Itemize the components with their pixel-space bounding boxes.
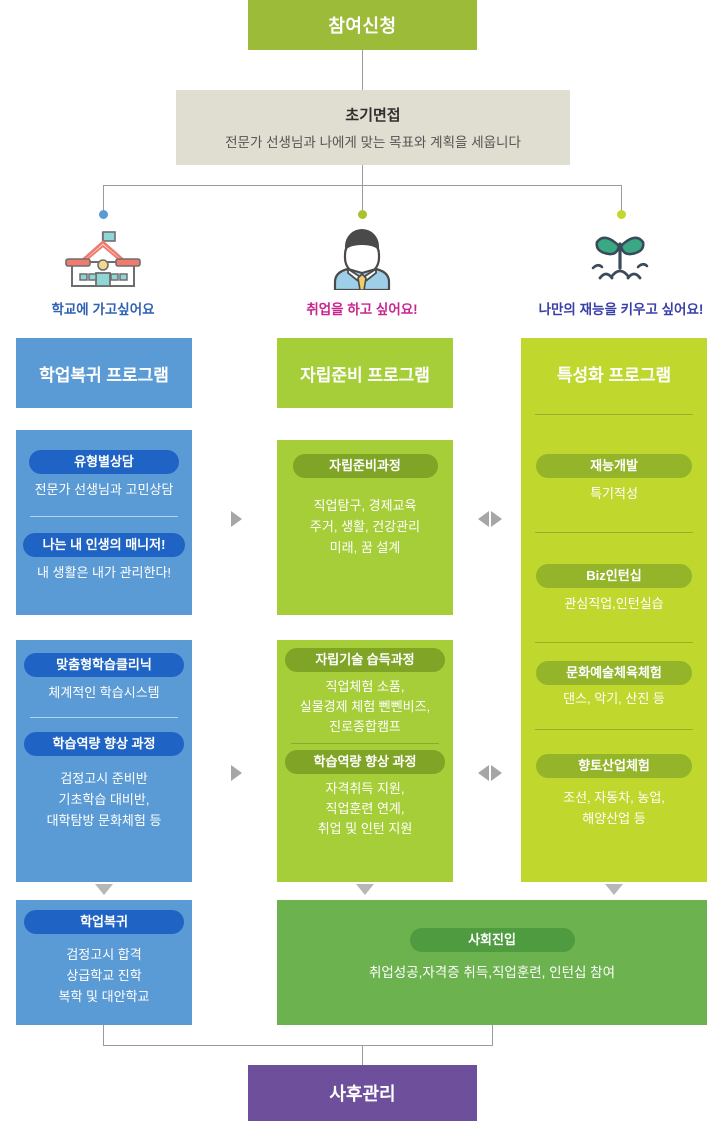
branch-dot-job — [358, 210, 367, 219]
specialized-divider-2 — [535, 642, 693, 643]
independence-card-2-desc-2a: 자격취득 지원, — [325, 781, 405, 796]
social-entry-box[interactable]: 사회진입 취업성공,자격증 취득,직업훈련, 인턴십 참여 — [277, 900, 707, 1025]
connector-footer-bus — [103, 1045, 493, 1046]
column-header-specialized[interactable]: 특성화 프로그램 — [521, 338, 707, 408]
connector-interview-stem — [362, 165, 363, 185]
arrow-down-academic — [95, 884, 113, 895]
academic-card-3-desc-c: 복학 및 대안학교 — [58, 989, 150, 1004]
interview-title: 초기면접 — [345, 107, 401, 124]
academic-card-2[interactable]: 맞춤형학습클리닉 체계적인 학습시스템 학습역량 향상 과정 검정고시 준비반 … — [16, 640, 192, 882]
specialized-desc-4b: 해양산업 등 — [582, 811, 646, 826]
connector-branch-left — [103, 185, 104, 212]
social-entry-desc: 취업성공,자격증 취득,직업훈련, 인턴십 참여 — [368, 965, 616, 980]
academic-card-1-divider — [30, 516, 178, 517]
arrow-academic-to-independence-2 — [231, 765, 242, 781]
specialized-pill-3: 문화예술체육체험 — [536, 661, 692, 685]
social-entry-pill: 사회진입 — [409, 928, 575, 952]
independence-card-2-pill-1: 자립기술 습득과정 — [285, 648, 445, 672]
apply-label: 참여신청 — [328, 16, 397, 36]
academic-card-2-pill-1: 맞춤형학습클리닉 — [24, 653, 184, 677]
connector-footer-stem — [362, 1045, 363, 1065]
column-header-independence-label: 자립준비 프로그램 — [300, 365, 430, 385]
academic-card-2-desc-2c: 대학탐방 문화체험 등 — [46, 813, 162, 828]
academic-card-2-pill-2: 학습역량 향상 과정 — [24, 732, 184, 756]
specialized-divider-0 — [535, 414, 693, 415]
column-header-academic-label: 학업복귀 프로그램 — [39, 365, 169, 385]
connector-apply-to-interview — [362, 50, 363, 90]
independence-card-2-desc-1c: 진로종합캠프 — [329, 719, 401, 734]
independence-card-2-desc-1b: 실물경제 체험 뻰뻰비즈, — [299, 699, 431, 714]
apply-box[interactable]: 참여신청 — [248, 0, 477, 50]
specialized-divider-1 — [535, 532, 693, 533]
arrow-down-independence — [356, 884, 374, 895]
academic-card-2-desc-2a: 검정고시 준비반 — [60, 771, 148, 786]
academic-card-3[interactable]: 학업복귀 검정고시 합격 상급학교 진학 복학 및 대안학교 — [16, 900, 192, 1025]
specialized-divider-3 — [535, 729, 693, 730]
independence-card-1-desc-c: 미래, 꿈 설계 — [329, 540, 401, 555]
specialized-desc-3: 댄스, 악기, 산진 등 — [563, 691, 665, 706]
specialized-pill-4: 향토산업체험 — [536, 754, 692, 778]
branch-caption-job: 취업을 하고 싶어요! — [306, 302, 418, 317]
branch-caption-school: 학교에 가고싶어요 — [51, 302, 155, 317]
academic-card-2-desc-2b: 기초학습 대비반, — [58, 792, 150, 807]
independence-card-2-desc-1a: 직업체험 소품, — [325, 679, 405, 694]
independence-card-1-desc-b: 주거, 생활, 건강관리 — [309, 519, 421, 534]
interview-subtitle: 전문가 선생님과 나에게 맞는 목표와 계획을 세웁니다 — [225, 135, 521, 150]
column-header-independence[interactable]: 자립준비 프로그램 — [277, 338, 453, 408]
connector-social-to-footer — [492, 1025, 493, 1045]
branch-caption-talent: 나만의 재능을 키우고 싶어요! — [538, 302, 704, 317]
independence-card-2-desc-2c: 취업 및 인턴 지원 — [317, 821, 413, 836]
academic-card-3-desc-b: 상급학교 진학 — [66, 968, 142, 983]
academic-card-2-desc-1: 체계적인 학습시스템 — [48, 685, 160, 700]
branch-dot-school — [99, 210, 108, 219]
arrow-academic-to-independence-1 — [231, 511, 242, 527]
footer-label: 사후관리 — [329, 1084, 396, 1104]
specialized-desc-1: 특기적성 — [590, 486, 638, 501]
independence-card-1-pill: 자립준비과정 — [292, 454, 438, 478]
academic-card-3-pill: 학업복귀 — [24, 910, 184, 934]
academic-card-2-divider — [30, 717, 178, 718]
specialized-pill-2: Biz인턴십 — [536, 564, 692, 588]
connector-branch-center — [362, 185, 363, 212]
interview-box[interactable]: 초기면접 전문가 선생님과 나에게 맞는 목표와 계획을 세웁니다 — [176, 90, 570, 165]
connector-branch-right — [621, 185, 622, 212]
independence-card-2[interactable]: 자립기술 습득과정 직업체험 소품, 실물경제 체험 뻰뻰비즈, 진로종합캠프 … — [277, 640, 453, 882]
column-header-specialized-label: 특성화 프로그램 — [556, 365, 672, 385]
independence-card-2-divider — [291, 743, 439, 744]
arrow-independence-to-specialized-2 — [491, 765, 502, 781]
independence-card-1[interactable]: 자립준비과정 직업탐구, 경제교육 주거, 생활, 건강관리 미래, 꿈 설계 — [277, 440, 453, 615]
specialized-card[interactable]: 재능개발 특기적성 Biz인턴십 관심직업,인턴실습 문화예술체육체험 댄스, … — [521, 408, 707, 882]
academic-card-1-pill-1: 유형별상담 — [29, 450, 179, 474]
column-header-academic[interactable]: 학업복귀 프로그램 — [16, 338, 192, 408]
arrow-independence-to-specialized-1 — [491, 511, 502, 527]
branch-dot-talent — [617, 210, 626, 219]
specialized-desc-4a: 조선, 자동차, 농업, — [563, 790, 665, 805]
footer-box[interactable]: 사후관리 — [248, 1065, 477, 1121]
specialized-pill-1: 재능개발 — [536, 454, 692, 478]
academic-card-1[interactable]: 유형별상담 전문가 선생님과 고민상담 나는 내 인생의 매니저! 내 생활은 … — [16, 430, 192, 615]
academic-card-1-desc-2: 내 생활은 내가 관리한다! — [36, 565, 172, 580]
academic-card-3-desc-a: 검정고시 합격 — [66, 947, 142, 962]
arrow-specialized-to-independence-1 — [478, 511, 489, 527]
independence-card-1-desc-a: 직업탐구, 경제교육 — [313, 498, 417, 513]
arrow-specialized-to-independence-2 — [478, 765, 489, 781]
independence-card-2-desc-2b: 직업훈련 연계, — [325, 801, 405, 816]
arrow-down-specialized — [605, 884, 623, 895]
independence-card-2-pill-2: 학습역량 향상 과정 — [285, 750, 445, 774]
businessman-icon — [317, 228, 407, 292]
school-icon — [58, 228, 148, 290]
specialized-desc-2: 관심직업,인턴실습 — [564, 596, 664, 611]
academic-card-1-pill-2: 나는 내 인생의 매니저! — [23, 533, 185, 557]
sprout-icon — [576, 228, 666, 290]
connector-academic-to-footer — [103, 1025, 104, 1045]
academic-card-1-desc-1: 전문가 선생님과 고민상담 — [34, 482, 174, 497]
